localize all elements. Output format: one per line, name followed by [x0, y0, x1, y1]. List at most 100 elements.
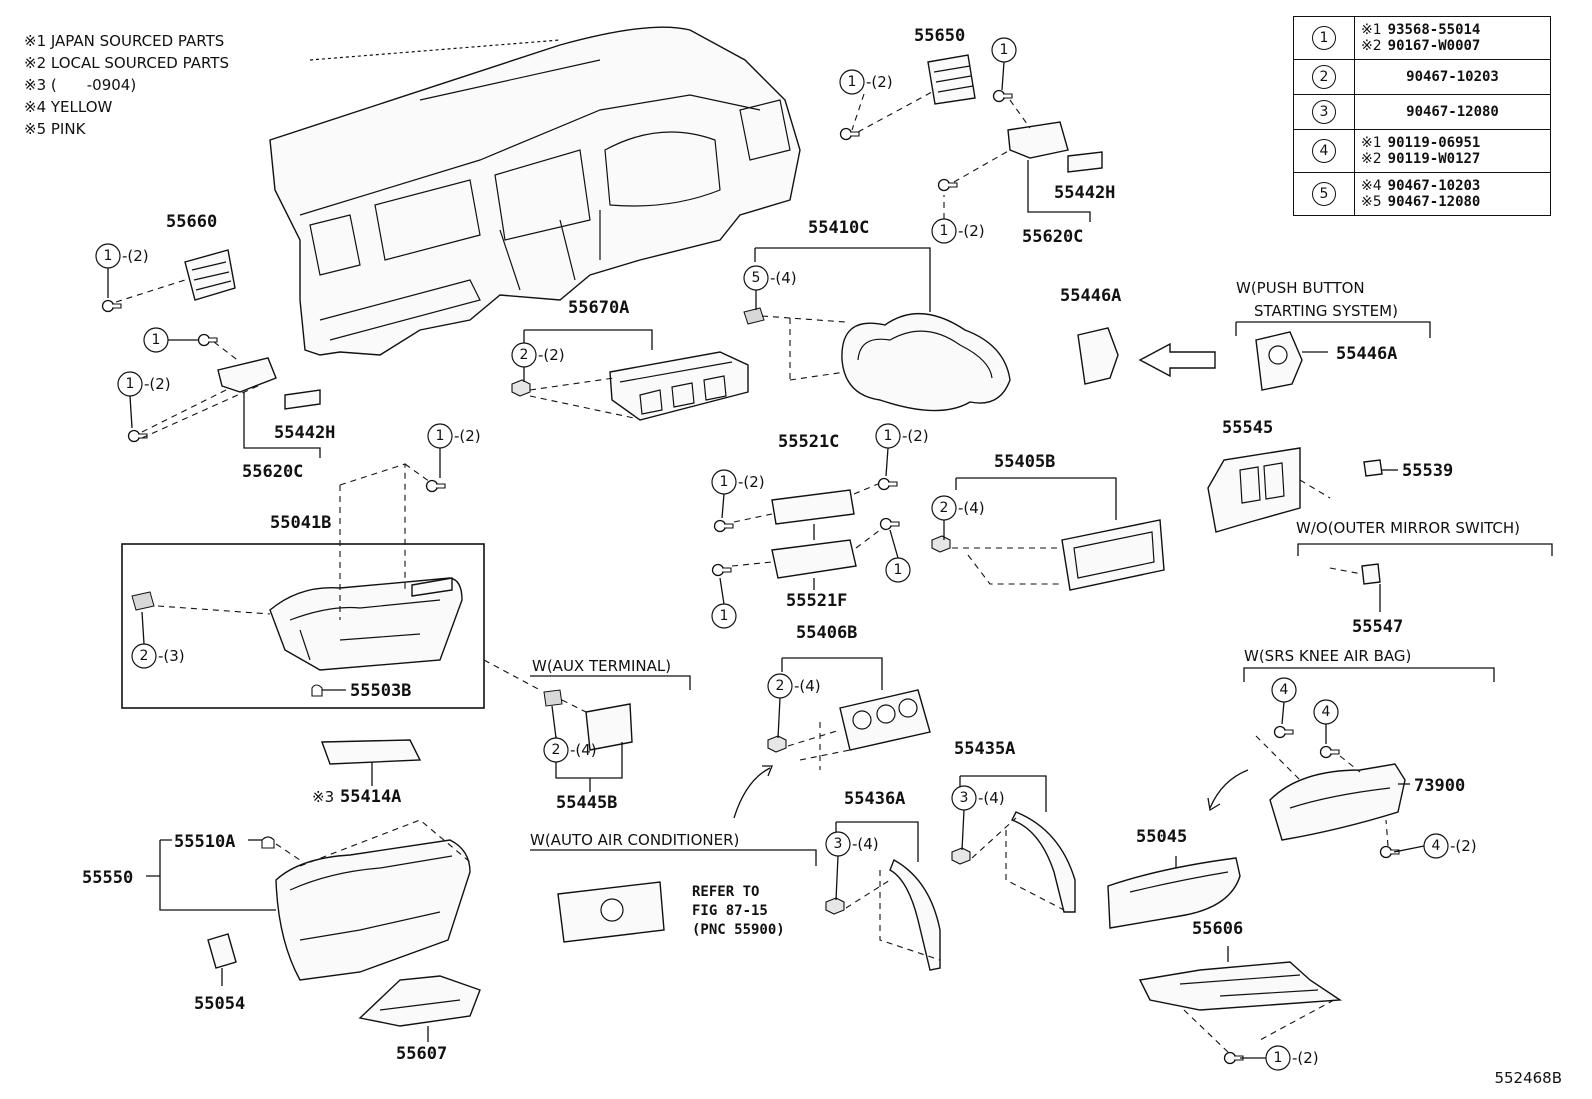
svg-text:2: 2: [520, 347, 529, 363]
left-vent-group: [101, 249, 321, 458]
part-number: 55660: [166, 212, 217, 232]
note: ※3: [312, 788, 334, 806]
callout: 4: [1313, 699, 1339, 725]
svg-text:1: 1: [152, 332, 161, 348]
svg-text:3: 3: [960, 790, 969, 806]
part-number: 55550: [82, 868, 133, 888]
svg-text:3: 3: [834, 836, 843, 852]
part-number: 73900: [1414, 776, 1465, 796]
svg-text:-(4): -(4): [770, 269, 797, 287]
switch-panel-drawing: [1207, 447, 1553, 612]
svg-text:2: 2: [140, 648, 149, 664]
side-trim-drawing: [825, 775, 1076, 971]
callout: 2-(2): [511, 342, 565, 368]
table-value: 90467-10203: [1354, 59, 1551, 95]
svg-text:-(2): -(2): [454, 427, 481, 445]
note: W/O(OUTER MIRROR SWITCH): [1296, 519, 1520, 537]
svg-text:-(4): -(4): [852, 835, 879, 853]
svg-text:1: 1: [848, 74, 857, 90]
note: REFER TO: [692, 884, 759, 900]
note: W(PUSH BUTTON: [1236, 279, 1365, 297]
part-number: 55446A: [1336, 344, 1397, 364]
part-number: 55045: [1136, 827, 1187, 847]
callout: 1 -(2): [931, 218, 985, 244]
knee-airbag-drawing: [1107, 667, 1495, 1065]
note: W(SRS KNEE AIR BAG): [1244, 647, 1411, 665]
callout: 2-(4): [931, 495, 985, 521]
right-vent-group: [839, 54, 1103, 222]
note: FIG 87-15: [692, 903, 768, 919]
callout: 1-(2): [427, 423, 481, 449]
pocket-drawing: [321, 739, 422, 786]
center-register-drawing: [511, 329, 749, 421]
part-number: 55510A: [174, 832, 235, 852]
note: W(AUX TERMINAL): [532, 657, 671, 675]
part-number: 55547: [1352, 617, 1403, 637]
svg-text:1: 1: [104, 248, 113, 264]
part-number: 55620C: [1022, 227, 1083, 247]
part-number: 55410C: [808, 218, 869, 238]
svg-text:-(2): -(2): [1292, 1049, 1319, 1067]
table-value: 90467-12080: [1354, 94, 1551, 130]
callout: 2-(4): [543, 737, 597, 763]
svg-text:4: 4: [1432, 838, 1441, 854]
svg-text:1: 1: [720, 608, 729, 624]
callouts: 1-(2) 1 1-(2) 1-(2) 1 1-(2) 5-(4) 2-(2) …: [95, 37, 1477, 1071]
legend-line: ※1 JAPAN SOURCED PARTS: [24, 32, 225, 50]
part-number: 55442H: [274, 423, 335, 443]
svg-text:-(2): -(2): [144, 375, 171, 393]
part-number: 55670A: [568, 298, 629, 318]
callout: 4: [1271, 677, 1297, 703]
callout: 1: [143, 327, 169, 353]
part-number: 55620C: [242, 462, 303, 482]
svg-text:-(3): -(3): [158, 647, 185, 665]
part-number: 55521F: [786, 591, 847, 611]
table-key: 1: [1293, 16, 1355, 60]
svg-text:1: 1: [1274, 1050, 1283, 1066]
glove-box-lower-drawing: [146, 819, 481, 1042]
callout: 5 -(4): [743, 265, 797, 291]
center-switch-drawing: [711, 477, 900, 590]
aux-terminal-drawing: [530, 675, 691, 792]
meter-hood-drawing: [743, 247, 1011, 412]
part-number-labels: 55650 55660 55442H 55620C 55442H 55620C …: [82, 26, 1465, 1064]
svg-text:-(2): -(2): [958, 222, 985, 240]
svg-text:1: 1: [884, 428, 893, 444]
table-row: 3 90467-12080: [1293, 94, 1551, 130]
callout: 1: [885, 557, 911, 583]
part-number: 55041B: [270, 513, 331, 533]
part-number: 55539: [1402, 461, 1453, 481]
figure-id: 552468B: [1494, 1069, 1562, 1087]
part-number: 55607: [396, 1044, 447, 1064]
callout: 1: [711, 603, 737, 629]
callout: 3 -(4): [825, 831, 879, 857]
svg-text:1: 1: [940, 223, 949, 239]
ac-control-drawing: [733, 657, 931, 819]
note: (PNC 55900): [692, 922, 785, 938]
auto-ac-drawing: [530, 849, 817, 943]
svg-text:4: 4: [1280, 682, 1289, 698]
legend-line: ※3 ( -0904): [24, 76, 137, 94]
part-number: 55405B: [994, 452, 1055, 472]
condition-notes: W(PUSH BUTTON STARTING SYSTEM) W/O(OUTER…: [530, 279, 1520, 938]
svg-text:1: 1: [126, 376, 135, 392]
callout: 1-(2): [875, 423, 929, 449]
svg-text:1: 1: [720, 474, 729, 490]
callout: 1 -(2): [117, 371, 171, 397]
svg-text:1: 1: [894, 562, 903, 578]
glove-box-upper-drawing: [121, 463, 541, 709]
legend-line: ※5 PINK: [24, 120, 86, 138]
svg-text:-(2): -(2): [738, 473, 765, 491]
part-number: 55606: [1192, 919, 1243, 939]
part-number: 55503B: [350, 681, 411, 701]
part-number: 55436A: [844, 789, 905, 809]
svg-text:5: 5: [752, 270, 761, 286]
svg-text:-(4): -(4): [978, 789, 1005, 807]
push-button-drawing: [1077, 321, 1431, 391]
legend-line: ※4 YELLOW: [24, 98, 113, 116]
